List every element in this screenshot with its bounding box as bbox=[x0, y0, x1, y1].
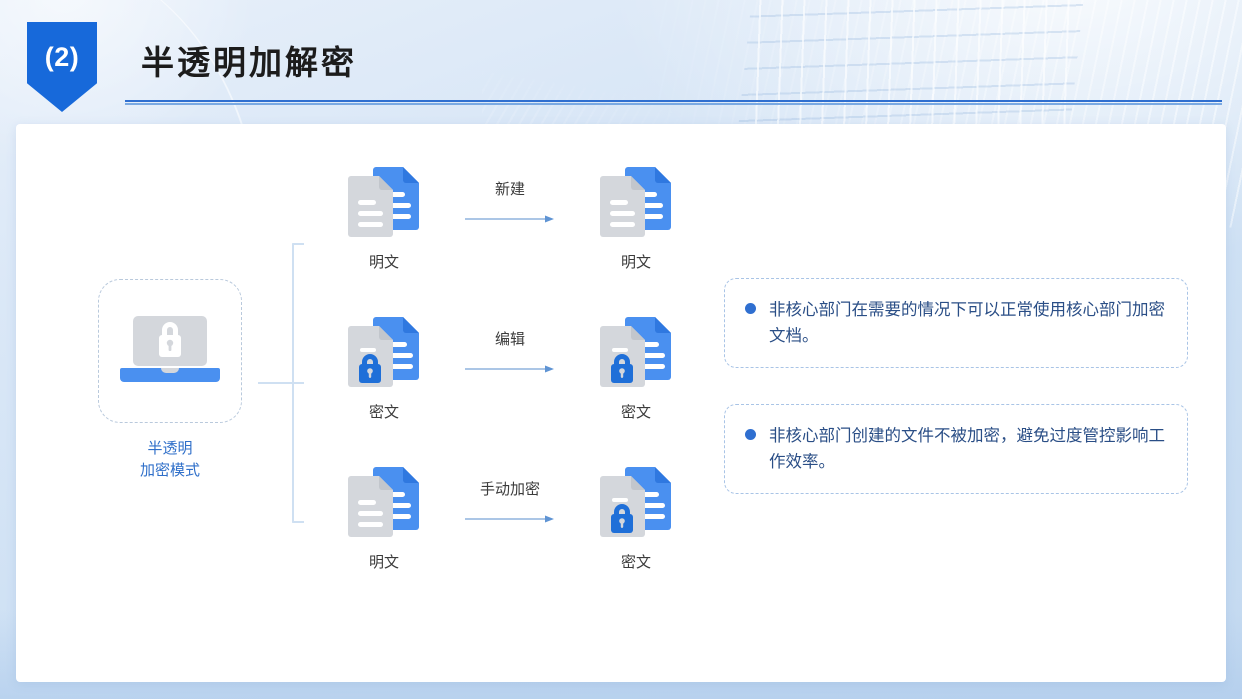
flow-target-label: 明文 bbox=[620, 254, 651, 271]
note-item: 非核心部门创建的文件不被加密，避免过度管控影响工作效率。 bbox=[724, 404, 1188, 495]
plain-document-icon bbox=[334, 460, 434, 542]
note-text: 非核心部门在需要的情况下可以正常使用核心部门加密文档。 bbox=[769, 301, 1165, 346]
encryption-mode-caption-line2: 加密模式 bbox=[139, 461, 200, 479]
flow-source-label: 密文 bbox=[368, 404, 399, 421]
flow-source-label: 明文 bbox=[368, 254, 399, 271]
encrypted-document-icon bbox=[586, 460, 686, 542]
encryption-mode-caption-line1: 半透明 bbox=[147, 440, 193, 457]
title-divider-secondary bbox=[125, 103, 1222, 105]
flow-action: 编辑 bbox=[444, 328, 576, 373]
encryption-mode-box bbox=[98, 279, 242, 423]
note-item: 非核心部门在需要的情况下可以正常使用核心部门加密文档。 bbox=[724, 278, 1188, 369]
title-divider-primary bbox=[125, 100, 1222, 102]
flow-row: 明文 手动加密 bbox=[304, 460, 704, 610]
plain-document-icon bbox=[586, 160, 686, 242]
page-title: 半透明加解密 bbox=[141, 44, 357, 81]
flow-target-label: 密文 bbox=[620, 404, 651, 421]
flow-row: 明文 新建 bbox=[304, 160, 704, 310]
flow-action-label: 手动加密 bbox=[479, 481, 540, 498]
flow-target-node: 密文 bbox=[586, 460, 686, 572]
plain-document-icon bbox=[334, 160, 434, 242]
flow-action-label: 编辑 bbox=[494, 331, 525, 348]
flow-source-node: 密文 bbox=[334, 310, 434, 422]
arrow-right-icon bbox=[444, 210, 576, 223]
encryption-mode-node: 半透明 加密模式 bbox=[98, 279, 242, 482]
section-number-badge: (2) bbox=[27, 22, 97, 112]
encryption-flow-diagram: 明文 新建 bbox=[304, 160, 704, 610]
flow-row: 密文 编辑 bbox=[304, 310, 704, 460]
flow-action: 新建 bbox=[444, 178, 576, 223]
encrypted-document-icon bbox=[586, 310, 686, 392]
flow-target-node: 密文 bbox=[586, 310, 686, 422]
flow-source-node: 明文 bbox=[334, 460, 434, 572]
bullet-dot-icon bbox=[745, 429, 756, 441]
notes-panel: 非核心部门在需要的情况下可以正常使用核心部门加密文档。 非核心部门创建的文件不被… bbox=[724, 278, 1188, 495]
laptop-lock-icon bbox=[120, 312, 220, 391]
flow-target-node: 明文 bbox=[586, 160, 686, 272]
bullet-dot-icon bbox=[745, 303, 756, 314]
note-text: 非核心部门创建的文件不被加密，避免过度管控影响工作效率。 bbox=[769, 427, 1165, 472]
flow-action-label: 新建 bbox=[494, 181, 525, 198]
section-number-label: (2) bbox=[44, 42, 80, 72]
flow-action: 手动加密 bbox=[444, 478, 576, 523]
bracket-connector bbox=[257, 238, 305, 528]
encryption-mode-caption: 半透明 加密模式 bbox=[98, 438, 242, 482]
arrow-right-icon bbox=[444, 510, 576, 523]
arrow-right-icon bbox=[444, 360, 576, 373]
encrypted-document-icon bbox=[334, 310, 434, 392]
flow-source-node: 明文 bbox=[334, 160, 434, 272]
flow-target-label: 密文 bbox=[620, 554, 651, 571]
title-divider bbox=[125, 100, 1222, 105]
flow-source-label: 明文 bbox=[368, 554, 399, 571]
